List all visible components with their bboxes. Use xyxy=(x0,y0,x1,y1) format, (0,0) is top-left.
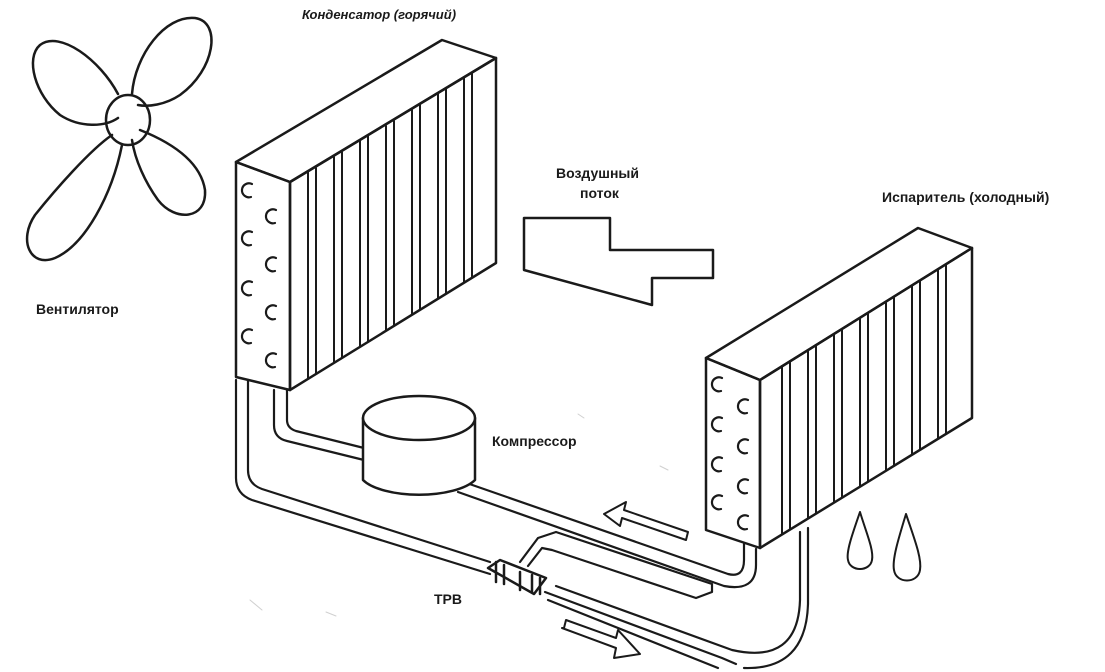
fan-icon xyxy=(25,16,213,262)
valve-label: ТРВ xyxy=(434,591,462,607)
evaporator-label: Испаритель (холодный) xyxy=(882,189,1050,205)
refrigerant-pipes xyxy=(234,378,810,670)
condenser-label: Конденсатор (горячий) xyxy=(302,7,457,22)
expansion-valve xyxy=(486,558,548,596)
condenser xyxy=(234,38,498,392)
compressor xyxy=(361,394,477,496)
airflow-label-line1: Воздушный xyxy=(556,165,639,181)
fan-label: Вентилятор xyxy=(36,301,119,317)
airflow-label-line2: поток xyxy=(580,185,619,201)
flow-arrow-return xyxy=(603,501,689,541)
water-droplets xyxy=(846,511,922,582)
compressor-label: Компрессор xyxy=(492,433,577,449)
evaporator xyxy=(704,226,974,550)
flow-arrow-supply xyxy=(561,619,641,659)
airflow-arrow xyxy=(522,216,715,307)
